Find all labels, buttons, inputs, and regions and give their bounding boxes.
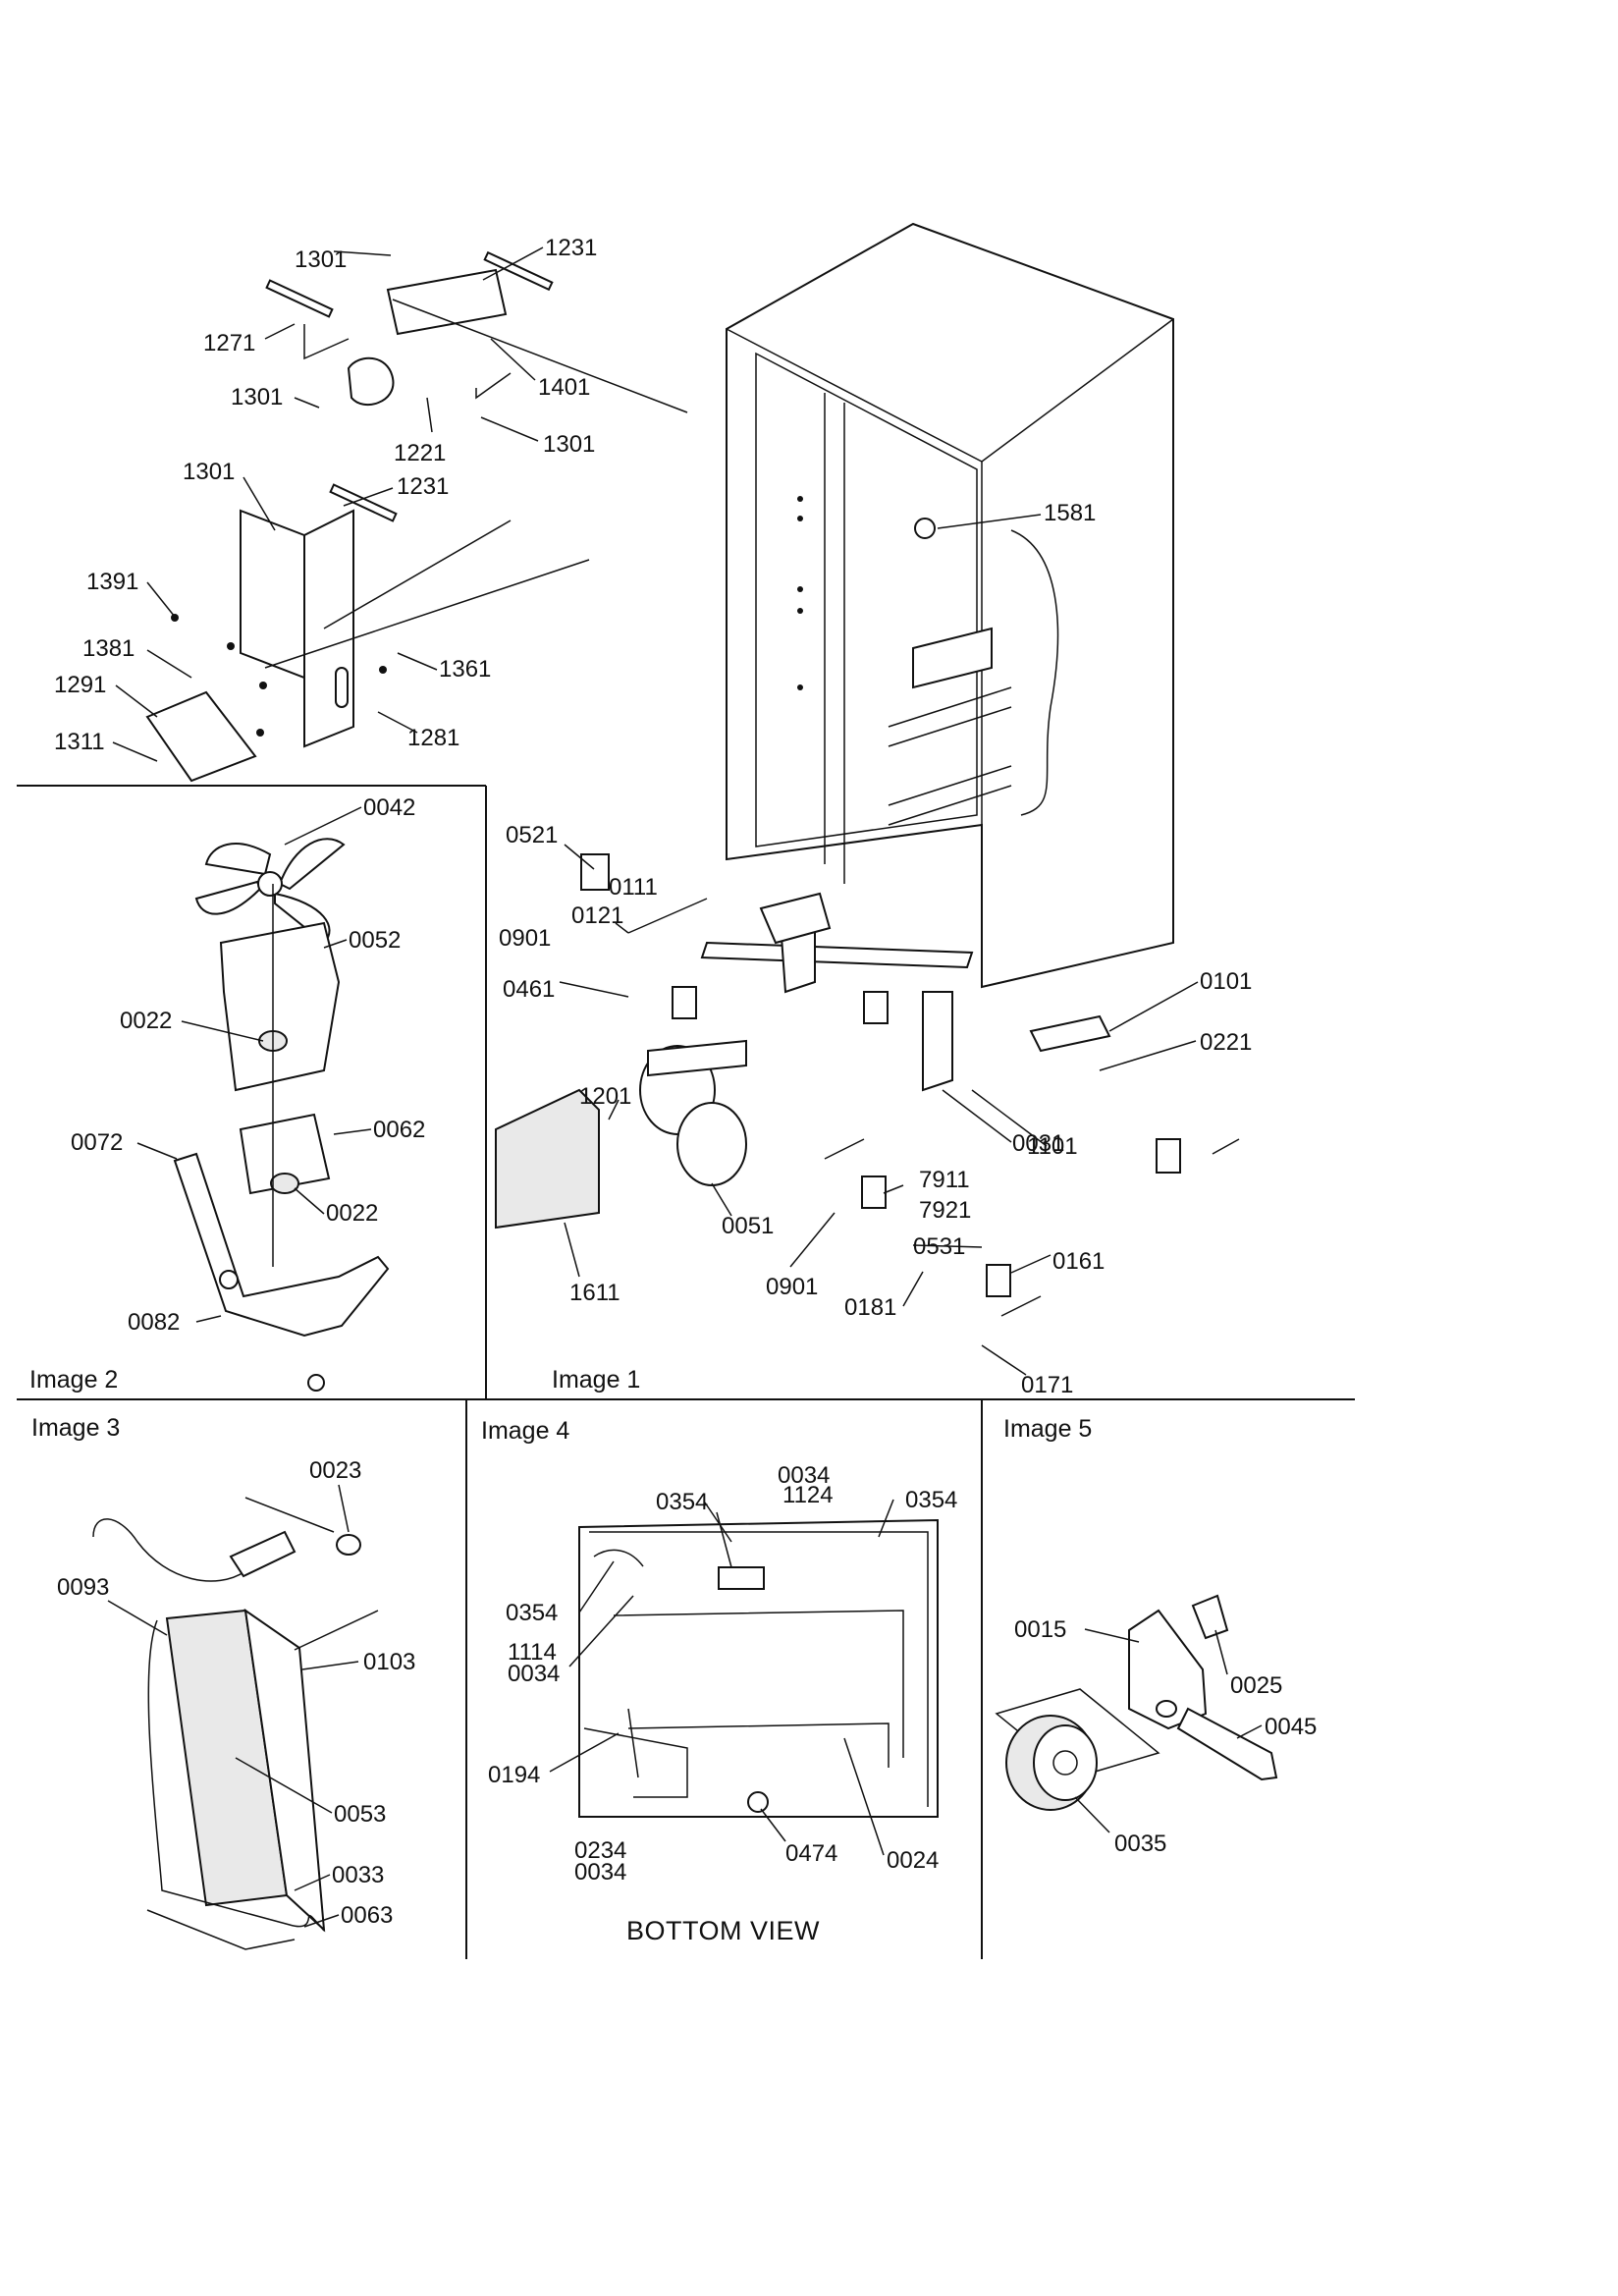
- callout-1281: 1281: [407, 725, 459, 751]
- top-bracket-drawing: [145, 250, 688, 783]
- callout-0354-a: 0354: [656, 1489, 708, 1515]
- callout-0101: 0101: [1200, 968, 1252, 995]
- callout-1301-d: 1301: [183, 459, 235, 485]
- callout-1381: 1381: [82, 635, 135, 662]
- callout-0022-a: 0022: [120, 1008, 172, 1034]
- callout-0034-a: 0034: [778, 1462, 830, 1489]
- callout-0063: 0063: [341, 1902, 393, 1929]
- callout-0121: 0121: [571, 902, 623, 929]
- callout-0221: 0221: [1200, 1029, 1252, 1056]
- callout-0035: 0035: [1114, 1831, 1166, 1857]
- panel-title-image-5: Image 5: [1003, 1415, 1092, 1443]
- callout-7921: 7921: [919, 1197, 971, 1224]
- callout-1221: 1221: [394, 440, 446, 466]
- callout-0474: 0474: [785, 1840, 837, 1867]
- callout-1231-a: 1231: [545, 235, 597, 261]
- callout-0521: 0521: [506, 822, 558, 848]
- callout-0072: 0072: [71, 1129, 123, 1156]
- callout-1361: 1361: [439, 656, 491, 683]
- callout-1231-b: 1231: [397, 473, 449, 500]
- callout-0022-b: 0022: [326, 1200, 378, 1227]
- callout-0901-b: 0901: [766, 1274, 818, 1300]
- panel-titles: Image 2 Image 1 Image 3 Image 4 Image 5: [29, 1366, 1092, 1445]
- callout-0354-b: 0354: [905, 1487, 957, 1513]
- cabinet-drawing: [726, 222, 1174, 989]
- callout-0045: 0045: [1265, 1714, 1317, 1740]
- callout-1101: 1101: [1027, 1133, 1078, 1160]
- callout-1301-c: 1301: [543, 431, 595, 458]
- callout-1114: 1114: [508, 1639, 557, 1666]
- callouts-image-1: 1301 1231 1271 1301 1401 1221 1301 1301 …: [54, 235, 1252, 1398]
- callout-0093: 0093: [57, 1574, 109, 1601]
- panel-title-image-1: Image 1: [552, 1366, 640, 1394]
- panel-title-image-2: Image 2: [29, 1366, 118, 1394]
- callout-1291: 1291: [54, 672, 106, 698]
- callout-0461: 0461: [503, 976, 555, 1003]
- bottom-view-caption: BOTTOM VIEW: [626, 1916, 820, 1945]
- callouts-image-4: 0034 1124 0354 0354 0354 1114 0034 0194 …: [488, 1462, 957, 1945]
- callout-0015: 0015: [1014, 1616, 1066, 1643]
- callouts-image-3: 0023 0093 0103 0053 0033 0063: [57, 1457, 415, 1929]
- callout-0042: 0042: [363, 794, 415, 821]
- callout-0171: 0171: [1021, 1372, 1073, 1398]
- callout-1401: 1401: [538, 374, 590, 401]
- callout-0034-b: 0034: [508, 1661, 560, 1687]
- panel-title-image-4: Image 4: [481, 1417, 569, 1445]
- callout-0051: 0051: [722, 1213, 774, 1239]
- callout-0023: 0023: [309, 1457, 361, 1484]
- callout-0103: 0103: [363, 1649, 415, 1675]
- callout-0033: 0033: [332, 1862, 384, 1888]
- callout-0111: 0111: [609, 874, 658, 901]
- leader-lines: [107, 246, 1263, 1928]
- callout-0031: 0031: [1012, 1130, 1064, 1157]
- callout-0082: 0082: [128, 1309, 180, 1336]
- callout-1124: 1124: [782, 1482, 834, 1508]
- callout-0901-a: 0901: [499, 925, 551, 952]
- callout-0062: 0062: [373, 1117, 425, 1143]
- roller-drawing: [995, 1594, 1278, 1811]
- callout-0034-c: 0034: [574, 1859, 626, 1886]
- callout-7911: 7911: [919, 1167, 970, 1193]
- callout-1301-a: 1301: [295, 246, 347, 273]
- callout-1581: 1581: [1044, 500, 1096, 526]
- callout-0234: 0234: [574, 1837, 626, 1864]
- callout-0053: 0053: [334, 1801, 386, 1828]
- callout-1271: 1271: [203, 330, 255, 356]
- callout-1201: 1201: [579, 1083, 631, 1110]
- callout-0161: 0161: [1052, 1248, 1105, 1275]
- callout-0531: 0531: [913, 1233, 965, 1260]
- callouts-image-2: 0042 0052 0022 0062 0072 0022 0082: [71, 794, 425, 1336]
- evaporator-drawing: [92, 1497, 379, 1950]
- base-assembly-drawing: [495, 853, 1240, 1317]
- callout-1391: 1391: [86, 569, 138, 595]
- callout-1301-b: 1301: [231, 384, 283, 410]
- panel-title-image-3: Image 3: [31, 1414, 120, 1442]
- callout-1611: 1611: [569, 1280, 620, 1306]
- callout-0025: 0025: [1230, 1672, 1282, 1699]
- callout-0194: 0194: [488, 1762, 540, 1788]
- callout-1311: 1311: [54, 729, 105, 755]
- callouts-image-5: 0015 0025 0045 0035: [1014, 1616, 1317, 1857]
- callout-0354-c: 0354: [506, 1600, 558, 1626]
- fan-motor-drawing: [173, 838, 390, 1392]
- panel-dividers: [17, 785, 1355, 1959]
- bottom-view-drawing: [578, 1518, 939, 1818]
- callout-0024: 0024: [887, 1847, 939, 1874]
- callout-0181: 0181: [844, 1294, 896, 1321]
- callout-0052: 0052: [349, 927, 401, 954]
